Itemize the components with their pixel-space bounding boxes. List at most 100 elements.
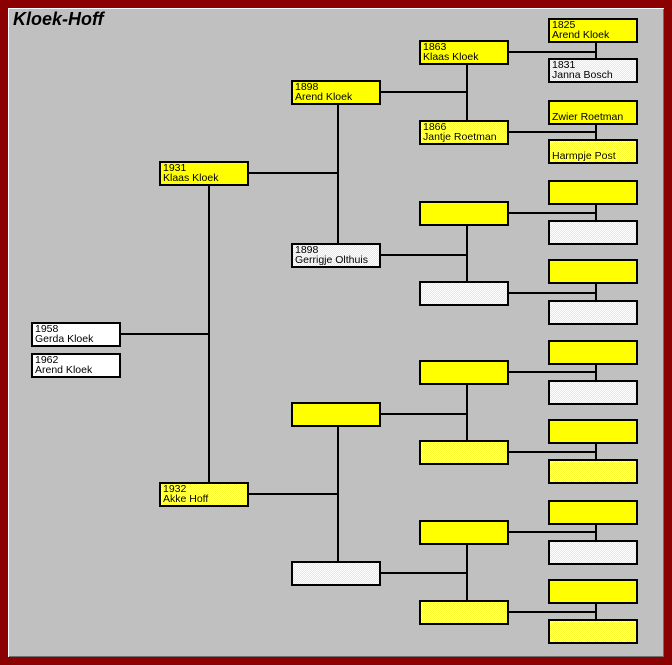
connector-line bbox=[509, 212, 597, 214]
connector-line bbox=[509, 451, 597, 453]
person-box-empty[interactable] bbox=[419, 520, 509, 545]
birth-year bbox=[423, 442, 507, 452]
person-box-empty[interactable] bbox=[419, 440, 509, 465]
person-box-empty[interactable] bbox=[548, 380, 638, 405]
person-box-empty[interactable] bbox=[419, 281, 509, 306]
birth-year bbox=[552, 182, 636, 192]
person-box-jantje-roetman[interactable]: 1866 Jantje Roetman bbox=[419, 120, 509, 145]
person-name: Jantje Roetman bbox=[423, 131, 497, 143]
person-box-akke-hoff[interactable]: 1932 Akke Hoff bbox=[159, 482, 249, 507]
person-box-empty[interactable] bbox=[291, 402, 381, 427]
person-name bbox=[552, 392, 636, 402]
connector-line bbox=[595, 125, 597, 139]
person-name bbox=[552, 312, 636, 322]
person-box-empty[interactable] bbox=[548, 340, 638, 365]
person-box-empty[interactable] bbox=[548, 579, 638, 604]
connector-line bbox=[595, 284, 597, 300]
person-name bbox=[295, 414, 379, 424]
person-name: Gerda Kloek bbox=[35, 333, 94, 345]
person-box-gerrigje-olthuis[interactable]: 1898 Gerrigje Olthuis bbox=[291, 243, 381, 268]
connector-line bbox=[595, 205, 597, 220]
connector-line bbox=[381, 254, 468, 256]
connector-line bbox=[337, 427, 339, 561]
person-box-empty[interactable] bbox=[548, 619, 638, 644]
person-box-janna-bosch[interactable]: 1831 Janna Bosch bbox=[548, 58, 638, 83]
person-box-empty[interactable] bbox=[548, 419, 638, 444]
connector-line bbox=[381, 572, 468, 574]
birth-year bbox=[423, 203, 507, 213]
person-box-arend-kloek-1962[interactable]: 1962 Arend Kloek bbox=[31, 353, 121, 378]
person-box-klaas-kloek-1931[interactable]: 1931 Klaas Kloek bbox=[159, 161, 249, 186]
chart-canvas: Kloek-Hoff 1958 Gerda Kloek 1962 Arend K… bbox=[8, 8, 664, 657]
connector-line bbox=[595, 444, 597, 459]
person-name bbox=[423, 293, 507, 303]
birth-year: 1898 bbox=[295, 81, 319, 93]
birth-year bbox=[552, 382, 636, 392]
person-name bbox=[552, 591, 636, 601]
connector-line bbox=[381, 91, 468, 93]
birth-year: 1931 bbox=[163, 162, 187, 174]
person-box-empty[interactable] bbox=[548, 220, 638, 245]
birth-year bbox=[552, 302, 636, 312]
person-name: Zwier Roetman bbox=[552, 111, 624, 123]
connector-line bbox=[509, 51, 597, 53]
connector-line bbox=[509, 292, 597, 294]
person-box-empty[interactable] bbox=[291, 561, 381, 586]
person-box-zwier-roetman[interactable]: Zwier Roetman bbox=[548, 100, 638, 125]
connector-line bbox=[249, 493, 339, 495]
person-box-empty[interactable] bbox=[548, 540, 638, 565]
person-box-empty[interactable] bbox=[548, 259, 638, 284]
connector-line bbox=[381, 413, 468, 415]
connector-line bbox=[595, 365, 597, 380]
person-box-empty[interactable] bbox=[419, 201, 509, 226]
birth-year: 1866 bbox=[423, 121, 447, 133]
person-name bbox=[552, 471, 636, 481]
birth-year bbox=[423, 602, 507, 612]
birth-year bbox=[552, 461, 636, 471]
person-box-empty[interactable] bbox=[548, 500, 638, 525]
connector-line bbox=[466, 545, 468, 600]
birth-year bbox=[423, 283, 507, 293]
person-name bbox=[423, 612, 507, 622]
birth-year bbox=[423, 362, 507, 372]
person-box-klaas-kloek-1863[interactable]: 1863 Klaas Kloek bbox=[419, 40, 509, 65]
person-name: Harmpje Post bbox=[552, 150, 616, 162]
birth-year bbox=[552, 421, 636, 431]
person-name bbox=[552, 631, 636, 641]
connector-line bbox=[595, 604, 597, 619]
person-name: Gerrigje Olthuis bbox=[295, 254, 368, 266]
birth-year bbox=[552, 542, 636, 552]
connector-line bbox=[466, 65, 468, 120]
person-box-empty[interactable] bbox=[419, 360, 509, 385]
person-box-empty[interactable] bbox=[419, 600, 509, 625]
person-name bbox=[552, 512, 636, 522]
birth-year: 1898 bbox=[295, 244, 319, 256]
person-name: Janna Bosch bbox=[552, 69, 613, 81]
connector-line bbox=[509, 531, 597, 533]
connector-line bbox=[509, 131, 597, 133]
person-box-arend-kloek-1898[interactable]: 1898 Arend Kloek bbox=[291, 80, 381, 105]
person-box-empty[interactable] bbox=[548, 300, 638, 325]
birth-year: 1831 bbox=[552, 59, 576, 71]
person-box-empty[interactable] bbox=[548, 459, 638, 484]
connector-line bbox=[595, 525, 597, 540]
person-name: Arend Kloek bbox=[35, 364, 93, 376]
person-name bbox=[552, 271, 636, 281]
person-box-gerda-kloek[interactable]: 1958 Gerda Kloek bbox=[31, 322, 121, 347]
birth-year: 1958 bbox=[35, 323, 59, 335]
birth-year: 1962 bbox=[35, 354, 59, 366]
connector-line bbox=[509, 611, 597, 613]
birth-year bbox=[552, 581, 636, 591]
person-name bbox=[295, 573, 379, 583]
person-box-harmpje-post[interactable]: Harmpje Post bbox=[548, 139, 638, 164]
person-name: Arend Kloek bbox=[295, 91, 353, 103]
birth-year bbox=[295, 563, 379, 573]
person-name: Akke Hoff bbox=[163, 493, 209, 505]
person-box-arend-kloek-1825[interactable]: 1825 Arend Kloek bbox=[548, 18, 638, 43]
person-box-empty[interactable] bbox=[548, 180, 638, 205]
connector-line bbox=[466, 226, 468, 281]
person-name bbox=[423, 532, 507, 542]
birth-year bbox=[552, 621, 636, 631]
person-name bbox=[552, 431, 636, 441]
